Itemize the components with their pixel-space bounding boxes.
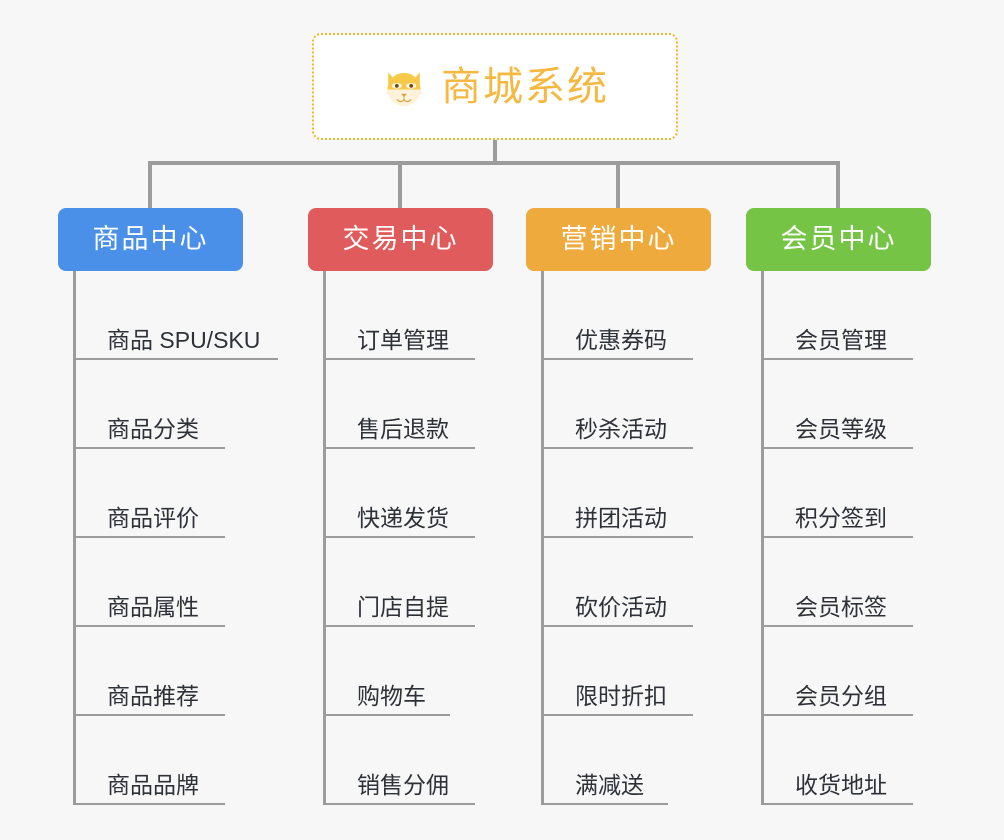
- leaf-label: 商品推荐: [107, 683, 199, 709]
- root-title: 商城系统: [441, 64, 609, 109]
- leaf-underline: [323, 714, 450, 716]
- leaf-label: 会员分组: [795, 683, 887, 709]
- leaf-underline: [761, 358, 913, 360]
- category-label-product: 商品中心: [92, 224, 209, 254]
- branch-trunk: [73, 271, 76, 805]
- connector-root-stem: [493, 140, 497, 163]
- leaf-underline: [323, 358, 475, 360]
- leaf-underline: [761, 625, 913, 627]
- leaf-underline: [761, 536, 913, 538]
- leaf-underline: [323, 625, 475, 627]
- leaf-underline: [761, 447, 913, 449]
- leaf-underline: [73, 803, 225, 805]
- leaf-label: 秒杀活动: [575, 416, 667, 442]
- leaf-label: 满减送: [575, 772, 644, 798]
- leaf-label: 限时折扣: [575, 683, 667, 709]
- leaf-label: 商品 SPU/SKU: [107, 327, 261, 353]
- category-box-trade[interactable]: 交易中心: [308, 208, 493, 271]
- leaf-label: 销售分佣: [357, 772, 449, 798]
- branch-trunk: [761, 271, 764, 805]
- leaf-underline: [541, 625, 693, 627]
- leaf-label: 商品分类: [107, 416, 199, 442]
- leaf-underline: [73, 447, 225, 449]
- leaf-label: 收货地址: [795, 772, 887, 798]
- leaf-underline: [323, 803, 475, 805]
- leaf-label: 积分签到: [795, 505, 887, 531]
- leaf-label: 门店自提: [357, 594, 449, 620]
- leaf-underline: [541, 358, 693, 360]
- connector-drop-4: [836, 161, 840, 209]
- category-box-product[interactable]: 商品中心: [58, 208, 243, 271]
- leaf-underline: [73, 358, 278, 360]
- category-box-member[interactable]: 会员中心: [746, 208, 931, 271]
- leaf-label: 商品评价: [107, 505, 199, 531]
- connector-drop-1: [148, 161, 152, 209]
- leaf-underline: [73, 714, 225, 716]
- leaf-underline: [541, 447, 693, 449]
- branch-trunk: [323, 271, 326, 805]
- leaf-label: 会员标签: [795, 594, 887, 620]
- connector-drop-2: [398, 161, 402, 209]
- category-label-trade: 交易中心: [342, 224, 459, 254]
- leaf-underline: [541, 536, 693, 538]
- leaf-label: 售后退款: [357, 416, 449, 442]
- leaf-label: 会员管理: [795, 327, 887, 353]
- leaf-label: 商品属性: [107, 594, 199, 620]
- leaf-underline: [323, 447, 475, 449]
- leaf-underline: [73, 536, 225, 538]
- leaf-label: 砍价活动: [575, 594, 667, 620]
- leaf-underline: [541, 714, 693, 716]
- leaf-underline: [761, 714, 913, 716]
- leaf-label: 购物车: [357, 683, 426, 709]
- leaf-label: 快递发货: [357, 505, 449, 531]
- leaf-label: 拼团活动: [575, 505, 667, 531]
- category-box-marketing[interactable]: 营销中心: [526, 208, 711, 271]
- connector-drop-3: [616, 161, 620, 209]
- leaf-underline: [541, 803, 668, 805]
- branch-trunk: [541, 271, 544, 805]
- leaf-label: 优惠券码: [575, 327, 667, 353]
- leaf-label: 订单管理: [357, 327, 449, 353]
- connector-horizontal-bus: [148, 161, 840, 165]
- leaf-label: 商品品牌: [107, 772, 199, 798]
- leaf-underline: [73, 625, 225, 627]
- category-label-marketing: 营销中心: [560, 224, 677, 254]
- leaf-label: 会员等级: [795, 416, 887, 442]
- leaf-underline: [323, 536, 475, 538]
- root-node[interactable]: 商城系统: [312, 33, 678, 140]
- leaf-underline: [761, 803, 913, 805]
- category-label-member: 会员中心: [780, 224, 897, 254]
- dog-face-icon: [381, 65, 427, 111]
